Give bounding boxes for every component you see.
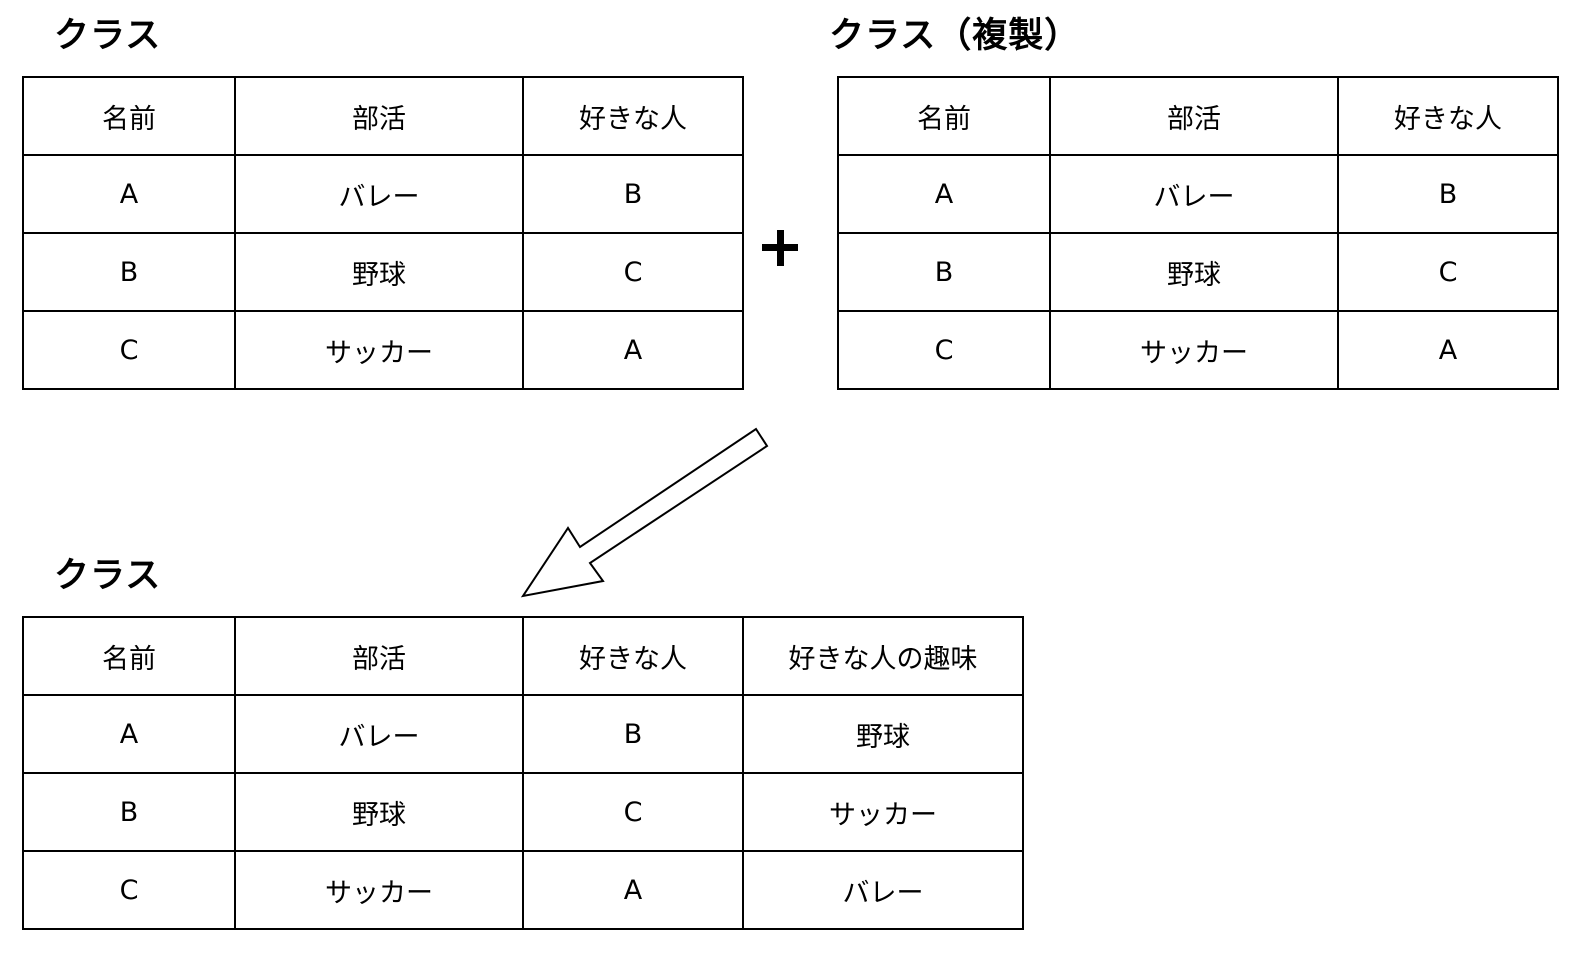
header-cell-club: 部活 bbox=[234, 76, 524, 156]
table-row: A バレー B 野球 bbox=[22, 694, 1024, 774]
table-cell: B bbox=[22, 772, 236, 852]
table-cell: C bbox=[522, 232, 744, 312]
table-cell: バレー bbox=[1049, 154, 1339, 234]
table-cell: 野球 bbox=[742, 694, 1024, 774]
header-cell-club: 部活 bbox=[234, 616, 524, 696]
header-cell-name: 名前 bbox=[837, 76, 1051, 156]
copy-class-table: 名前 部活 好きな人 A バレー B B 野球 C C サッカー A bbox=[837, 76, 1559, 390]
table-cell: C bbox=[22, 310, 236, 390]
table-row: B 野球 C bbox=[22, 232, 744, 312]
table-cell: サッカー bbox=[742, 772, 1024, 852]
header-cell-name: 名前 bbox=[22, 76, 236, 156]
table-cell: バレー bbox=[234, 154, 524, 234]
original-class-table: 名前 部活 好きな人 A バレー B B 野球 C C サッカー A bbox=[22, 76, 744, 390]
copy-table-title: クラス（複製） bbox=[829, 16, 1081, 56]
table-cell: 野球 bbox=[234, 232, 524, 312]
header-cell-crush: 好きな人 bbox=[1337, 76, 1559, 156]
table-header-row: 名前 部活 好きな人 bbox=[837, 76, 1559, 156]
table-row: B 野球 C bbox=[837, 232, 1559, 312]
table-cell: A bbox=[522, 310, 744, 390]
table-cell: A bbox=[837, 154, 1051, 234]
table-cell: B bbox=[1337, 154, 1559, 234]
plus-icon bbox=[762, 228, 802, 268]
result-table-title: クラス bbox=[54, 556, 162, 596]
table-cell: サッカー bbox=[1049, 310, 1339, 390]
header-cell-crush-hobby: 好きな人の趣味 bbox=[742, 616, 1024, 696]
table-cell: C bbox=[22, 850, 236, 930]
table-cell: C bbox=[837, 310, 1051, 390]
result-class-table: 名前 部活 好きな人 好きな人の趣味 A バレー B 野球 B 野球 C サッカ… bbox=[22, 616, 1024, 930]
table-cell: C bbox=[522, 772, 744, 852]
table-row: C サッカー A bbox=[837, 310, 1559, 390]
table-cell: B bbox=[837, 232, 1051, 312]
table-cell: 野球 bbox=[234, 772, 524, 852]
header-cell-name: 名前 bbox=[22, 616, 236, 696]
table-row: A バレー B bbox=[22, 154, 744, 234]
table-row: C サッカー A バレー bbox=[22, 850, 1024, 930]
table-cell: B bbox=[522, 694, 744, 774]
table-cell: A bbox=[522, 850, 744, 930]
table-cell: サッカー bbox=[234, 850, 524, 930]
table-cell: バレー bbox=[234, 694, 524, 774]
table-row: C サッカー A bbox=[22, 310, 744, 390]
table-row: A バレー B bbox=[837, 154, 1559, 234]
table-header-row: 名前 部活 好きな人 好きな人の趣味 bbox=[22, 616, 1024, 696]
table-cell: 野球 bbox=[1049, 232, 1339, 312]
table-cell: C bbox=[1337, 232, 1559, 312]
table-cell: A bbox=[22, 154, 236, 234]
header-cell-crush: 好きな人 bbox=[522, 616, 744, 696]
table-cell: A bbox=[1337, 310, 1559, 390]
table-row: B 野球 C サッカー bbox=[22, 772, 1024, 852]
header-cell-club: 部活 bbox=[1049, 76, 1339, 156]
original-table-title: クラス bbox=[54, 16, 162, 56]
table-cell: B bbox=[22, 232, 236, 312]
table-header-row: 名前 部活 好きな人 bbox=[22, 76, 744, 156]
table-cell: B bbox=[522, 154, 744, 234]
table-cell: サッカー bbox=[234, 310, 524, 390]
table-cell: バレー bbox=[742, 850, 1024, 930]
table-cell: A bbox=[22, 694, 236, 774]
header-cell-crush: 好きな人 bbox=[522, 76, 744, 156]
